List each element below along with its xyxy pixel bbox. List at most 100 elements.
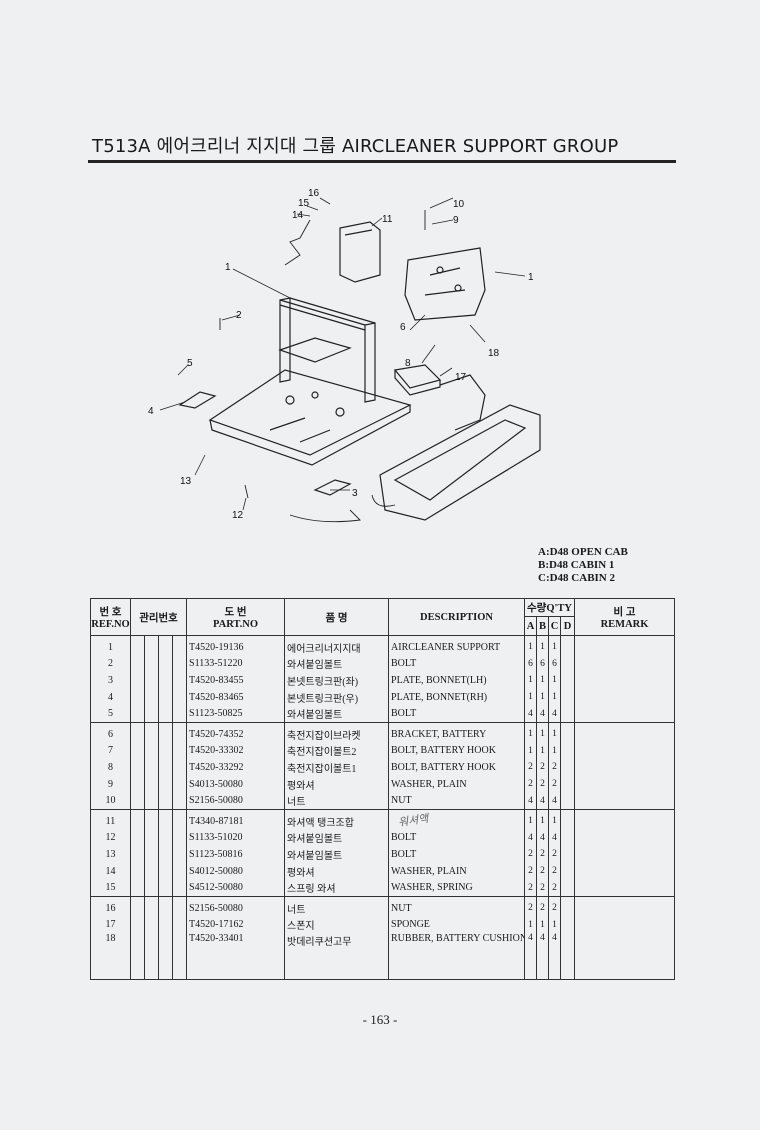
battery-bracket: [404, 247, 486, 321]
mgmt-cell: [130, 896, 145, 917]
qty-b-cell: 2: [536, 862, 550, 880]
qty-d-cell: [560, 829, 576, 847]
ref-cell: 8: [90, 759, 131, 776]
ref-cell: 9: [90, 775, 131, 793]
header-mgmt: 관리번호: [129, 598, 188, 636]
ref-cell: 16: [90, 896, 131, 917]
mgmt-cell: [171, 705, 188, 723]
description-cell: NUT: [388, 792, 526, 810]
mgmt-cell: [171, 933, 188, 981]
qty-a-cell: 1: [524, 809, 538, 830]
base-plate: [208, 369, 412, 456]
qty-c-cell: 2: [548, 775, 562, 793]
part-no-cell: T4520-83455: [186, 672, 286, 689]
name-ko-cell: 본넷트링크판(우): [284, 688, 390, 706]
mgmt-cell: [130, 829, 145, 847]
qty-d-cell: [560, 722, 576, 743]
mgmt-cell: [144, 742, 159, 760]
qty-d-cell: [560, 896, 576, 917]
mgmt-cell: [130, 809, 145, 830]
callout-11: 11: [382, 214, 393, 225]
part-no-cell: T4520-33302: [186, 742, 286, 760]
mgmt-cell: [130, 916, 145, 934]
remark-cell: [574, 705, 676, 723]
exploded-parts-diagram: 1 2 3 4 5 6 8 9 10 11 12 13 14 15 16 17 …: [148, 188, 541, 523]
qty-a-cell: 4: [524, 705, 538, 723]
callout-1b: 1: [528, 272, 534, 283]
page-number: - 163 -: [362, 1012, 398, 1027]
part-no-cell: T4520-83465: [186, 688, 286, 706]
mgmt-cell: [171, 862, 188, 880]
remark-cell: [574, 916, 676, 934]
mgmt-cell: [144, 759, 159, 776]
part-no-cell: S1133-51220: [186, 655, 286, 673]
mgmt-cell: [171, 722, 188, 743]
support-frame: [279, 297, 291, 383]
mgmt-cell: [130, 742, 145, 760]
name-ko-cell: 축전지잡이볼트2: [284, 742, 390, 760]
description-cell: NUT: [388, 896, 526, 917]
qty-b-cell: 1: [536, 672, 550, 689]
part-no-cell: T4520-33401: [186, 933, 286, 981]
mgmt-cell: [130, 933, 145, 981]
ref-cell: 3: [90, 672, 131, 689]
qty-d-cell: [560, 688, 576, 706]
description-cell: SPONGE: [388, 916, 526, 934]
description-cell: PLATE, BONNET(RH): [388, 688, 526, 706]
description-cell: WASHER, SPRING: [388, 879, 526, 897]
mgmt-cell: [144, 809, 159, 830]
ref-cell: 18: [90, 933, 131, 981]
qty-a-cell: 1: [524, 688, 538, 706]
mgmt-cell: [171, 916, 188, 934]
description-cell: PLATE, BONNET(LH): [388, 672, 526, 689]
legend-c: C:D48 CABIN 2: [538, 572, 615, 584]
mgmt-cell: [144, 635, 159, 656]
callout-18: 18: [488, 348, 500, 359]
part-no-cell: S2156-50080: [186, 792, 286, 810]
mgmt-cell: [158, 862, 173, 880]
mgmt-cell: [144, 879, 159, 897]
qty-c-cell: 1: [548, 916, 562, 934]
qty-a-cell: 2: [524, 775, 538, 793]
mgmt-cell: [158, 896, 173, 917]
name-ko-cell: 평와셔: [284, 862, 390, 880]
remark-cell: [574, 775, 676, 793]
header-description: DESCRIPTION: [388, 598, 526, 636]
qty-d-cell: [560, 635, 576, 656]
remark-cell: [574, 672, 676, 689]
qty-b-cell: 4: [536, 792, 550, 810]
callout-3: 3: [352, 488, 358, 499]
description-cell: WASHER, PLAIN: [388, 862, 526, 880]
qty-a-cell: 2: [524, 759, 538, 776]
ref-cell: 6: [90, 722, 131, 743]
qty-a-cell: 2: [524, 846, 538, 863]
mgmt-cell: [158, 775, 173, 793]
remark-cell: [574, 635, 676, 656]
qty-d-cell: [560, 792, 576, 810]
page-title: T513A 에어크리너 지지대 그룹 AIRCLEANER SUPPORT GR…: [92, 136, 619, 157]
qty-a-cell: 6: [524, 655, 538, 673]
qty-a-cell: 1: [524, 916, 538, 934]
remark-cell: [574, 933, 676, 981]
mgmt-cell: [144, 792, 159, 810]
qty-d-cell: [560, 655, 576, 673]
mgmt-cell: [130, 688, 145, 706]
mgmt-cell: [144, 862, 159, 880]
callout-9: 9: [453, 215, 459, 226]
ref-cell: 14: [90, 862, 131, 880]
header-qty-a: A: [524, 616, 538, 636]
washer-tank: [339, 221, 381, 283]
legend-a: A:D48 OPEN CAB: [538, 546, 628, 558]
qty-c-cell: 2: [548, 879, 562, 897]
mgmt-cell: [171, 635, 188, 656]
qty-a-cell: 1: [524, 742, 538, 760]
mgmt-cell: [130, 846, 145, 863]
mgmt-cell: [130, 759, 145, 776]
